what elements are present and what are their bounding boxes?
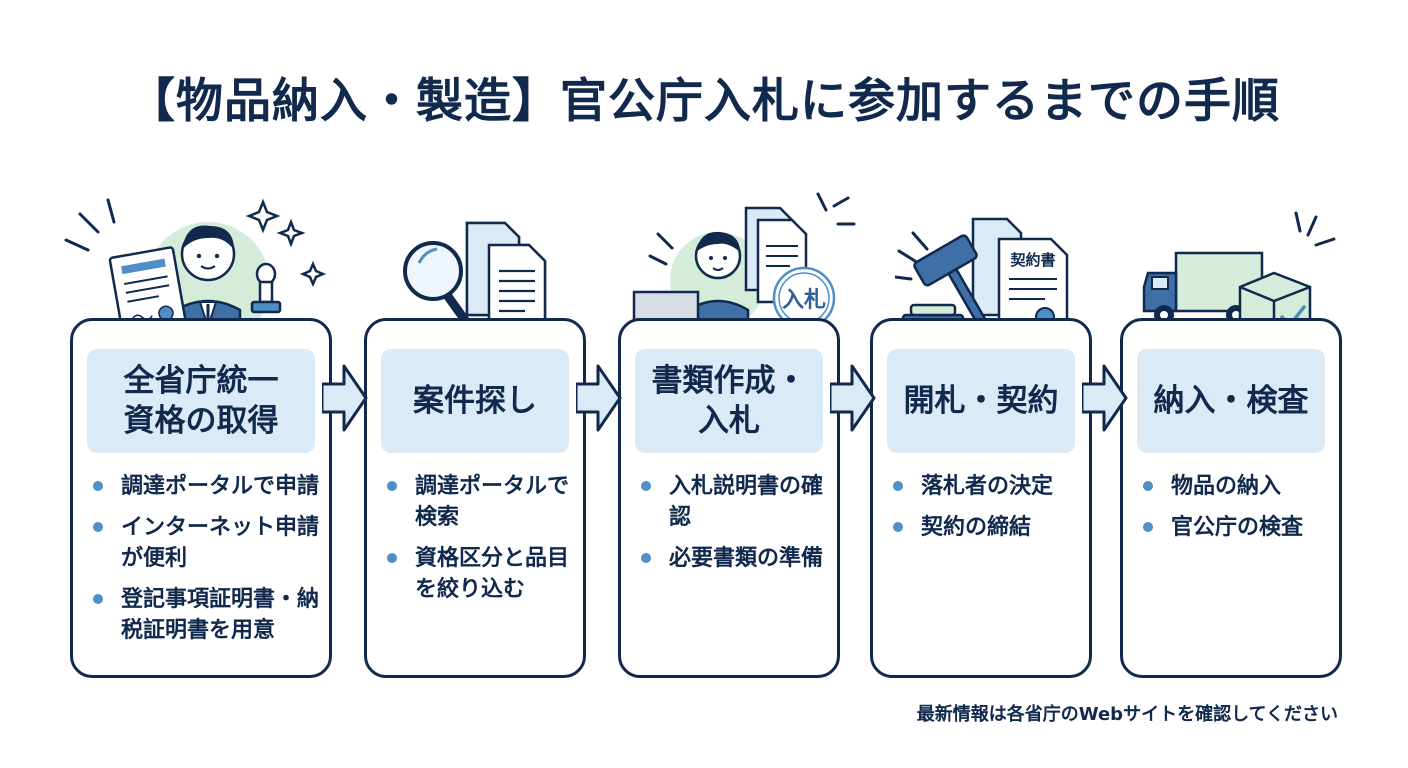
list-item: 契約の締結: [891, 512, 1079, 543]
bullet-text: インターネット申請が便利: [121, 515, 320, 571]
step-3-heading: 書類作成・ 入札: [635, 349, 823, 453]
arrow-right-icon: [1082, 364, 1128, 432]
list-item: 必要書類の準備: [639, 543, 827, 574]
bullet-dot-icon: [1143, 481, 1153, 491]
step-1-heading-line-1: 全省庁統一: [123, 363, 279, 399]
arrow-right-icon: [576, 364, 622, 432]
bullet-dot-icon: [93, 594, 103, 604]
contract-label: 契約書: [1009, 251, 1055, 269]
step-card-2: 案件探し 調達ポータルで検索 資格区分と品目を絞り込む: [364, 318, 586, 678]
list-item: 落札者の決定: [891, 471, 1079, 502]
step-2-heading: 案件探し: [381, 349, 569, 453]
bullet-dot-icon: [93, 522, 103, 532]
step-5-bullets: 物品の納入 官公庁の検査: [1141, 471, 1329, 553]
arrow-right-icon: [830, 364, 876, 432]
step-1-heading: 全省庁統一 資格の取得: [87, 349, 315, 453]
step-1-bullets: 調達ポータルで申請 インターネット申請が便利 登記事項証明書・納税証明書を用意: [91, 471, 319, 656]
step-3-heading-line-1: 書類作成・: [651, 363, 807, 399]
bullet-text: 調達ポータルで申請: [121, 474, 320, 499]
step-1-heading-line-2: 資格の取得: [123, 403, 279, 439]
list-item: 入札説明書の確認: [639, 471, 827, 533]
step-2-heading-line-1: 案件探し: [413, 383, 537, 419]
list-item: 物品の納入: [1141, 471, 1329, 502]
step-card-3: 書類作成・ 入札 入札説明書の確認 必要書類の準備: [618, 318, 840, 678]
bullet-text: 必要書類の準備: [669, 546, 824, 571]
bullet-text: 物品の納入: [1171, 474, 1282, 499]
list-item: インターネット申請が便利: [91, 512, 319, 574]
page-title: 【物品納入・製造】官公庁入札に参加するまでの手順: [128, 74, 1280, 129]
bullet-dot-icon: [387, 553, 397, 563]
bullet-dot-icon: [93, 481, 103, 491]
bullet-dot-icon: [1143, 522, 1153, 532]
step-5-heading: 納入・検査: [1137, 349, 1325, 453]
step-4-bullets: 落札者の決定 契約の締結: [891, 471, 1079, 553]
list-item: 官公庁の検査: [1141, 512, 1329, 543]
bullet-text: 入札説明書の確認: [669, 474, 824, 530]
person-with-certificate-and-stamp-icon: [64, 198, 327, 342]
step-4-heading: 開札・契約: [887, 349, 1075, 453]
step-3-heading-line-2: 入札: [698, 403, 760, 439]
list-item: 調達ポータルで検索: [385, 471, 573, 533]
bullet-text: 調達ポータルで検索: [415, 474, 570, 530]
list-item: 調達ポータルで申請: [91, 471, 319, 502]
bullet-text: 契約の締結: [921, 515, 1032, 540]
bullet-text: 官公庁の検査: [1171, 515, 1304, 540]
step-2-bullets: 調達ポータルで検索 資格区分と品目を絞り込む: [385, 471, 573, 615]
bullet-text: 登記事項証明書・納税証明書を用意: [121, 587, 320, 643]
bullet-dot-icon: [641, 553, 651, 563]
bullet-text: 落札者の決定: [921, 474, 1054, 499]
footnote: 最新情報は各省庁のWebサイトを確認してください: [916, 704, 1338, 725]
step-5-heading-line-1: 納入・検査: [1153, 383, 1309, 419]
step-card-1: 全省庁統一 資格の取得 調達ポータルで申請 インターネット申請が便利 登記事項証…: [70, 318, 332, 678]
list-item: 資格区分と品目を絞り込む: [385, 543, 573, 605]
bid-stamp-text: 入札: [782, 288, 826, 313]
bullet-dot-icon: [387, 481, 397, 491]
bullet-text: 資格区分と品目を絞り込む: [415, 546, 570, 602]
bullet-dot-icon: [893, 522, 903, 532]
person-laptop-bid-stamp-icon: 入札: [628, 192, 856, 340]
bullet-dot-icon: [893, 481, 903, 491]
arrow-right-icon: [322, 364, 368, 432]
step-3-bullets: 入札説明書の確認 必要書類の準備: [639, 471, 827, 584]
step-4-heading-line-1: 開札・契約: [903, 383, 1059, 419]
list-item: 登記事項証明書・納税証明書を用意: [91, 584, 319, 646]
bullet-dot-icon: [641, 481, 651, 491]
step-card-5: 納入・検査 物品の納入 官公庁の検査: [1120, 318, 1342, 678]
step-card-4: 開札・契約 落札者の決定 契約の締結: [870, 318, 1092, 678]
